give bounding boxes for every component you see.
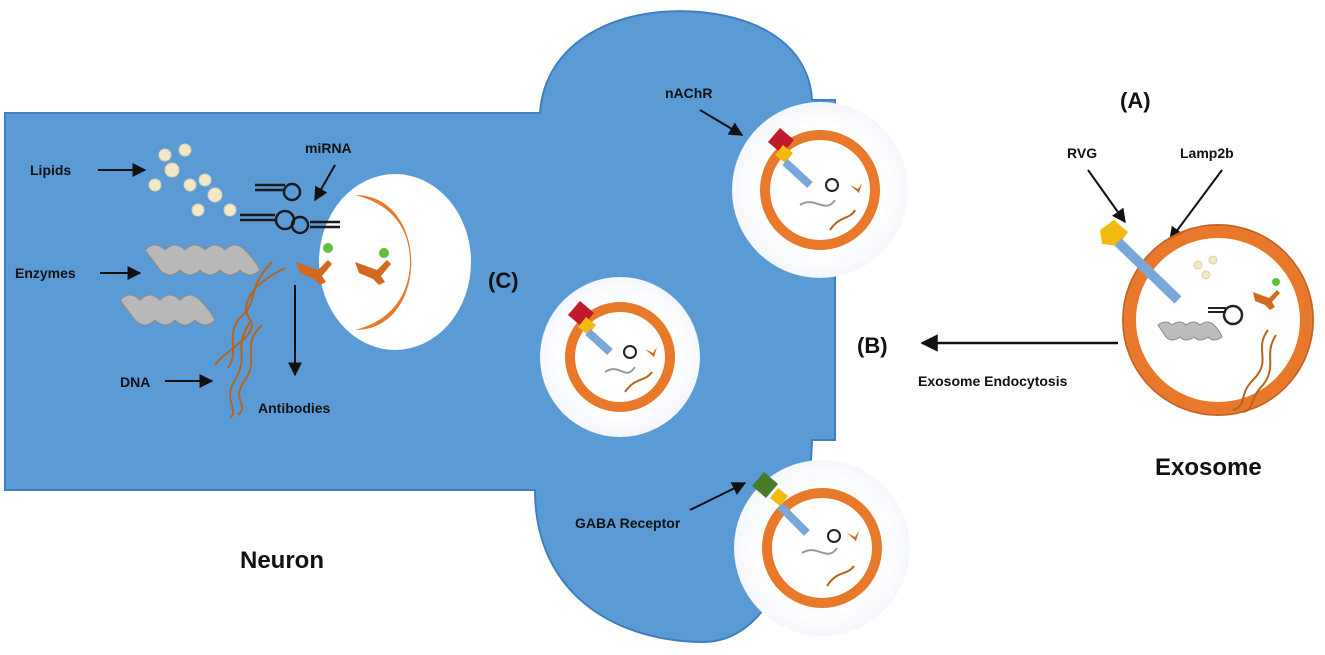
enzyme-icon (119, 244, 261, 326)
exosome-label: Exosome (1155, 454, 1262, 481)
panel-b-label: (B) (857, 333, 888, 358)
lipids-label: Lipids (30, 162, 71, 178)
lamp2b-label: Lamp2b (1180, 145, 1234, 161)
panel-c-label: (C) (488, 268, 519, 293)
fusing-vesicle (319, 174, 471, 350)
mirna-arrow (314, 164, 336, 202)
endocytosis-label: Exosome Endocytosis (918, 373, 1068, 389)
lipid-icon (148, 143, 237, 217)
vesicle-nachr-top (732, 102, 908, 278)
lamp2b-arrow (1169, 169, 1223, 242)
receptor-icon (768, 128, 794, 154)
nachr-label: nAChR (665, 85, 712, 101)
gaba-arrow (689, 482, 747, 511)
enzymes-label: Enzymes (15, 265, 76, 281)
lamp2b-protein-icon (1114, 238, 1182, 304)
mirna-icon (240, 182, 340, 235)
antibodies-label: Antibodies (258, 400, 331, 416)
nachr-arrow (699, 109, 744, 136)
exosome (1100, 220, 1314, 416)
vesicle-nachr-mid (540, 277, 700, 437)
dna-icon (214, 261, 286, 419)
panel-a-label: (A) (1120, 88, 1151, 113)
antibody-icon (296, 243, 391, 285)
vesicle-gaba (734, 460, 910, 636)
mirna-label: miRNA (305, 140, 352, 156)
neuron-label: Neuron (240, 547, 324, 574)
rvg-arrow (1087, 169, 1126, 224)
rvg-label: RVG (1067, 145, 1097, 161)
dna-label: DNA (120, 374, 150, 390)
gaba-label: GABA Receptor (575, 515, 681, 531)
